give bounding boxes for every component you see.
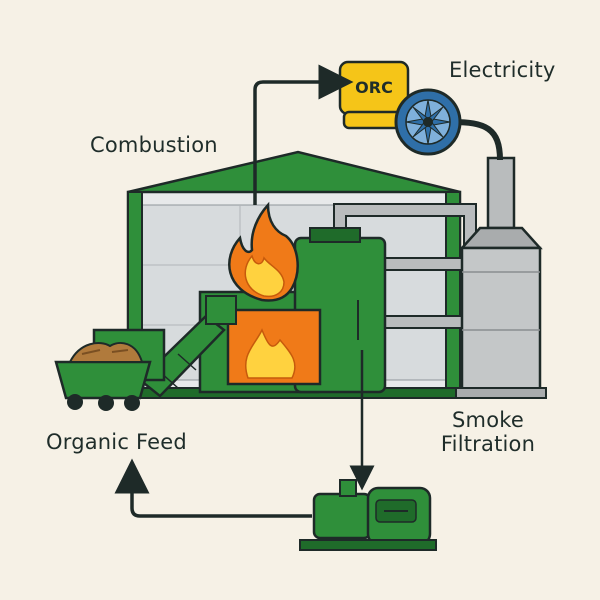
flue-pipes (333, 203, 477, 329)
label-orc: ORC (355, 78, 393, 97)
pump-icon (299, 479, 437, 551)
orc-unit (338, 60, 410, 130)
label-organic-feed: Organic Feed (46, 430, 187, 454)
label-combustion: Combustion (90, 133, 218, 157)
arrow-pump-to-feed (114, 458, 312, 518)
label-smoke-line2: Filtration (440, 432, 536, 457)
label-electricity: Electricity (449, 58, 556, 82)
arrow-combustion-to-orc (253, 64, 354, 205)
label-smoke-line1: Smoke (452, 408, 524, 432)
turbine-icon (394, 88, 462, 156)
flame-icon (228, 201, 299, 302)
filter-stack-icon (455, 156, 547, 399)
label-smoke-filtration: Smoke Filtration (418, 408, 558, 456)
feed-cart-icon (54, 328, 166, 411)
